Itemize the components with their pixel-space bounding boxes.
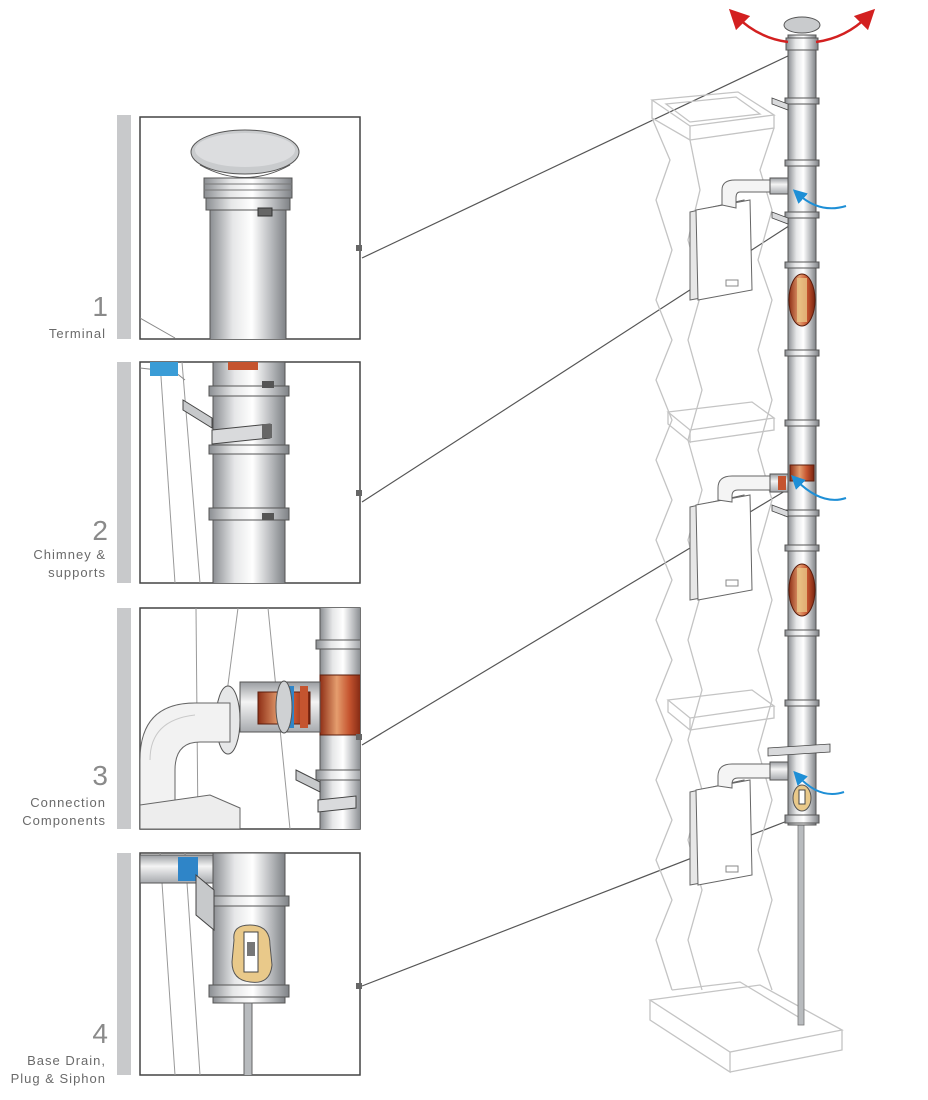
- callout-marker: [356, 490, 362, 496]
- step-label-line: Plug & Siphon: [11, 1071, 106, 1086]
- step-4-caption: 4 Base Drain, Plug & Siphon: [11, 1018, 108, 1086]
- step-bar-2: [117, 362, 131, 583]
- step-3-caption: 3 Connection Components: [22, 760, 108, 828]
- exhaust-arrows: [728, 8, 876, 44]
- step-number: 1: [92, 291, 108, 322]
- chimney-stack: [767, 16, 831, 1026]
- panel-connection-components: [139, 607, 362, 830]
- step-bar-3: [117, 608, 131, 829]
- callout-marker: [356, 734, 362, 740]
- step-2-caption: 2 Chimney & supports: [33, 515, 108, 580]
- air-intake-arrows: [791, 189, 847, 795]
- callout-marker: [356, 983, 362, 989]
- step-label-line: Components: [22, 813, 106, 828]
- step-bar-1: [117, 115, 131, 339]
- step-number: 3: [92, 760, 108, 791]
- boiler-unit-top: [689, 177, 789, 301]
- panel-base-drain: [139, 852, 362, 1076]
- boiler-unit-middle: [689, 473, 789, 601]
- boiler-unit-bottom: [689, 761, 789, 886]
- step-label-line: supports: [48, 565, 106, 580]
- step-number: 2: [92, 515, 108, 546]
- step-bar-4: [117, 853, 131, 1075]
- callout-marker: [356, 245, 362, 251]
- panel-chimney-supports: [139, 361, 362, 584]
- step-label-line: Chimney &: [33, 547, 106, 562]
- step-number: 4: [92, 1018, 108, 1049]
- step-label-line: Base Drain,: [27, 1053, 106, 1068]
- step-1-caption: 1 Terminal: [49, 291, 108, 341]
- panel-terminal: [139, 116, 362, 340]
- step-label-line: Terminal: [49, 326, 106, 341]
- step-label-line: Connection: [30, 795, 106, 810]
